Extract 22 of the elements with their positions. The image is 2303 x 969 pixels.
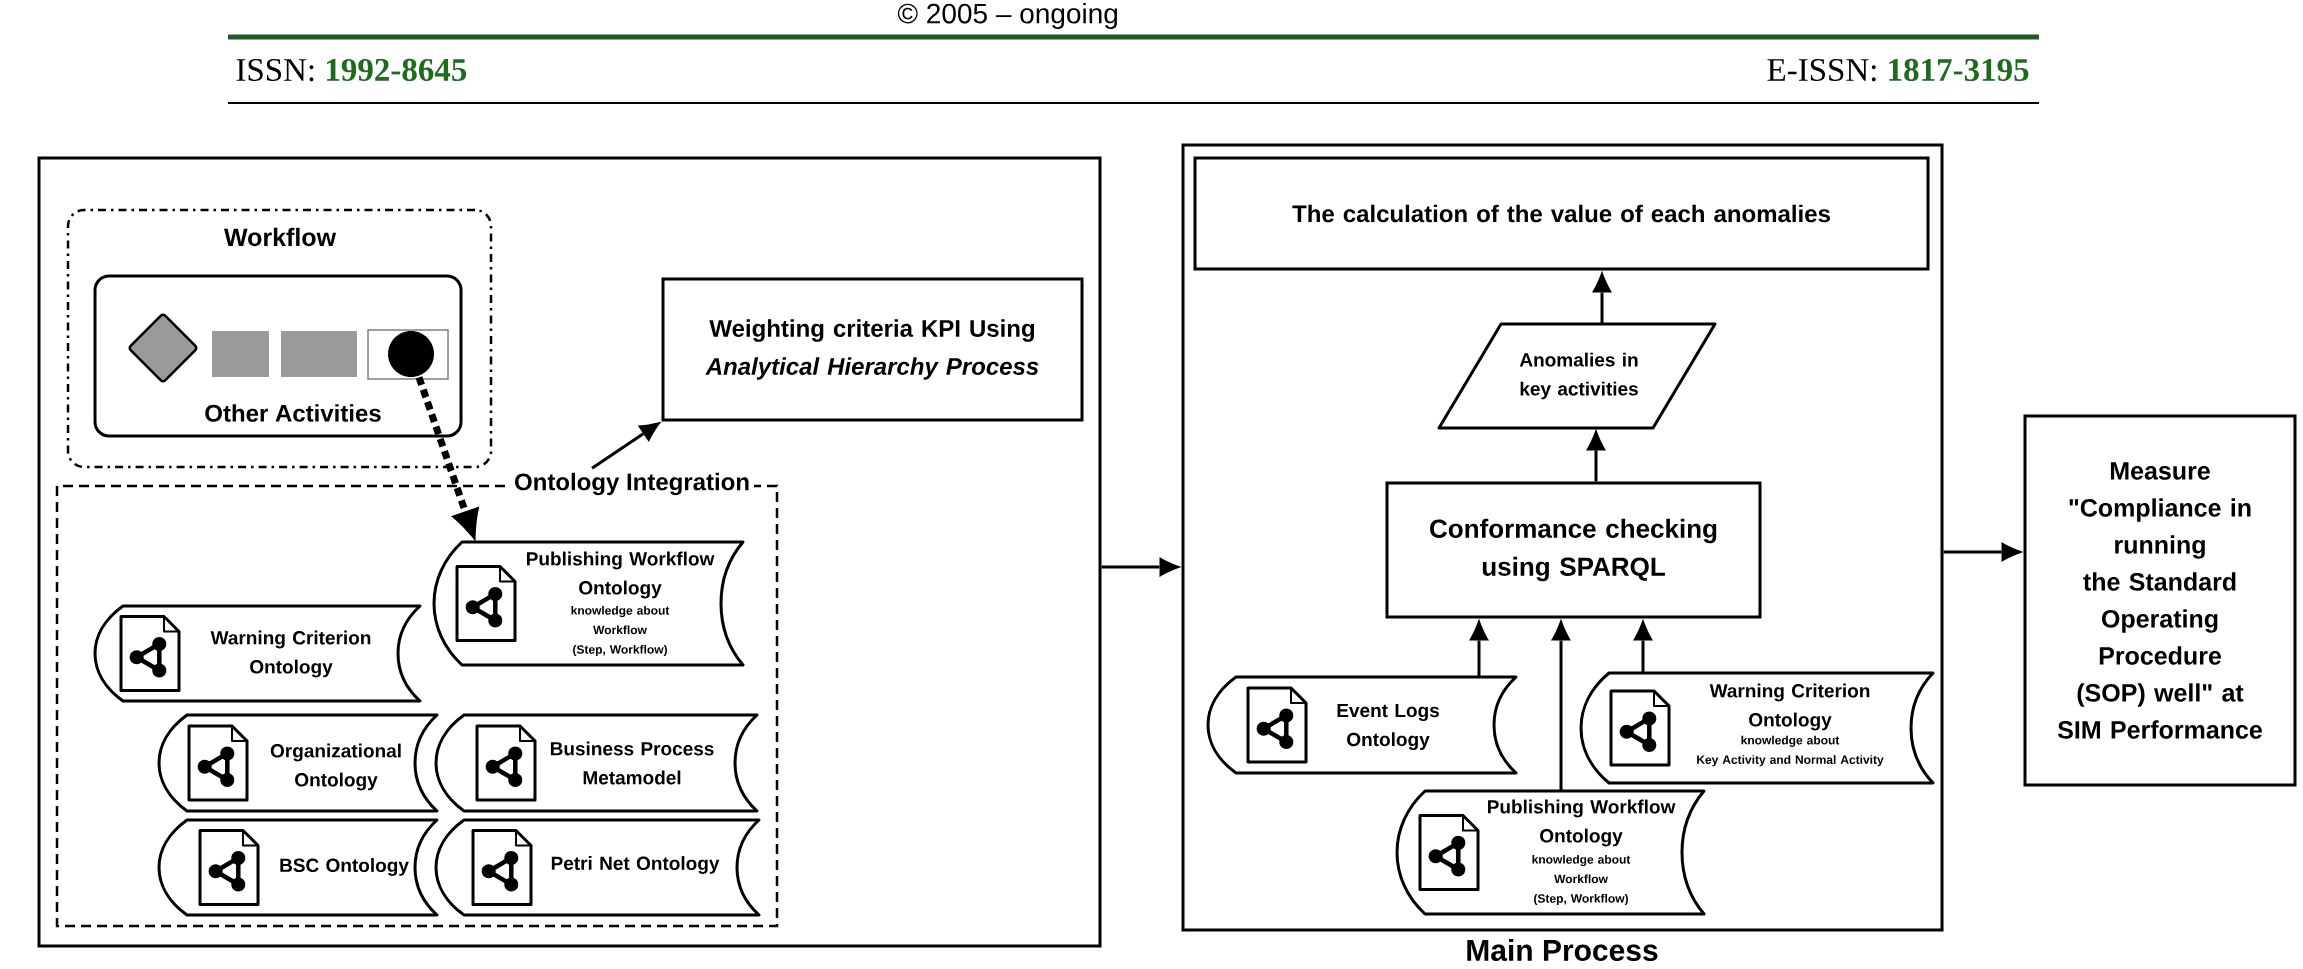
arrow	[1586, 428, 1606, 482]
parallelogram-box: Anomalies in key activities	[1437, 322, 1717, 430]
arrow	[1633, 618, 1653, 673]
header-text: ISSN: 1992-8645	[236, 58, 467, 82]
arrow	[1551, 618, 1571, 791]
process-box: Measure "Compliance in running the Standard Operating Procedure (SOP) well" at SIM Performance	[2023, 414, 2297, 787]
dot	[388, 331, 434, 377]
arrow	[1943, 542, 2024, 562]
dotted-arrow	[415, 376, 480, 542]
process-box: Weighting criteria KPI Using Analytical Hierarchy Process	[661, 277, 1084, 422]
panel-caption: Main Process	[1467, 939, 1658, 961]
rectangle	[212, 331, 269, 377]
arrow	[1592, 270, 1612, 324]
process-box: Conformance checking using SPARQL	[1385, 481, 1762, 619]
diamond	[128, 313, 198, 383]
rectangle	[281, 331, 357, 377]
process-box: The calculation of the value of each anomalies	[1193, 156, 1930, 271]
arrow	[1469, 618, 1489, 677]
header-text: © 2005 – ongoing	[897, 2, 1118, 30]
arrow	[1101, 557, 1182, 577]
arrow	[591, 421, 662, 470]
header-text: E-ISSN: 1817-3195	[1767, 58, 2029, 82]
